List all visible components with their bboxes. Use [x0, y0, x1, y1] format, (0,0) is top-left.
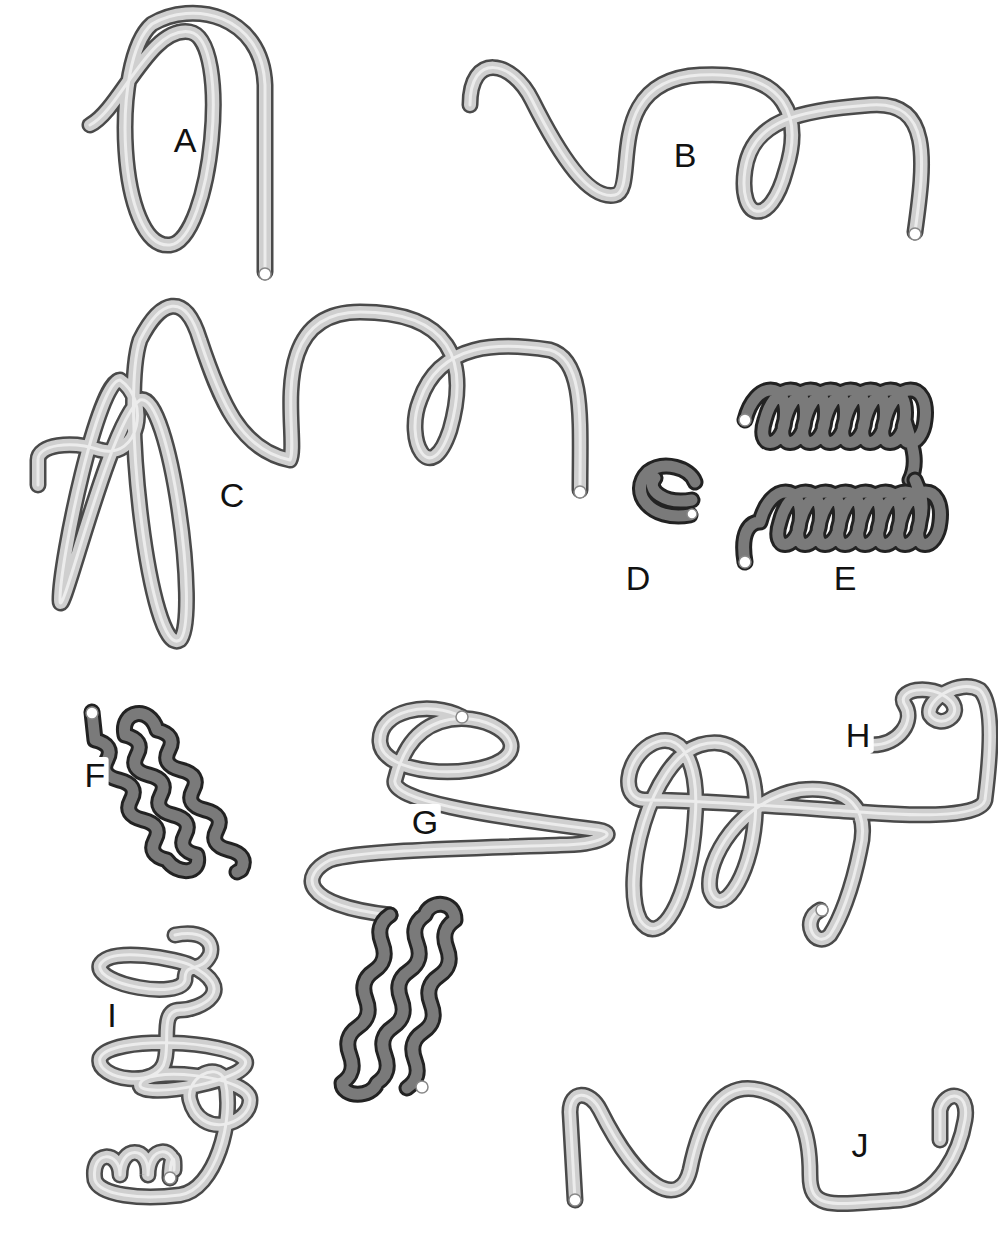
panel-letter: A: [171, 122, 200, 158]
panel-letter: E: [831, 560, 860, 596]
panel-letter: J: [849, 1127, 872, 1163]
panel-letter: I: [104, 997, 119, 1033]
panel-letter: F: [82, 757, 109, 793]
tube-e: [739, 390, 940, 568]
tube-c: [38, 306, 586, 641]
tube-d: [640, 466, 697, 519]
panel-letter: G: [409, 804, 441, 840]
tube-g: [312, 709, 607, 1094]
panel-letter: D: [623, 560, 654, 596]
panel-letter: C: [217, 477, 248, 513]
tube-a: [90, 13, 271, 280]
panel-letter: B: [671, 137, 700, 173]
panel-letter: H: [843, 717, 874, 753]
tube-h: [629, 687, 990, 940]
tube-f: [86, 707, 243, 872]
tube-b: [470, 68, 922, 240]
tube-i: [94, 934, 250, 1197]
tube-j: [569, 1088, 966, 1206]
